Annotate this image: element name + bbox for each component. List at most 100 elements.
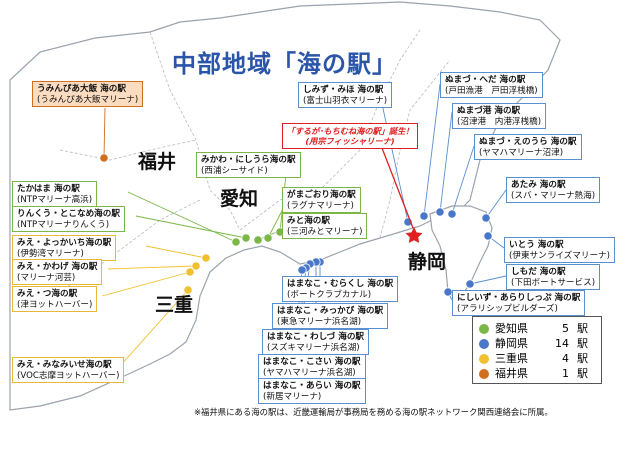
station-sub: (ヤマハマリーナ沼津) — [479, 147, 564, 158]
station-name: りんくう・とこなめ海の駅 — [17, 209, 120, 219]
station-label-hamanako-kosai: はまなこ・こさい 海の駅(ヤマハマリーナ浜名湖) — [258, 354, 366, 380]
station-label-hamanako-arai: はまなこ・あらい 海の駅(新居マリーナ) — [258, 378, 366, 404]
station-dot[interactable] — [185, 267, 195, 277]
station-label-umipia-ohi: うみんぴあ大飯 海の駅(うみんぴあ大飯マリーナ) — [32, 81, 144, 107]
legend: 愛知県 5 駅 静岡県 14 駅 三重県 4 駅 福井県 1 駅 — [472, 316, 602, 384]
station-dot[interactable] — [183, 285, 193, 295]
station-dot[interactable] — [201, 253, 211, 263]
station-sub: (アラリシップビルダーズ) — [457, 303, 558, 314]
leader-line — [101, 271, 191, 297]
station-label-numazu-enoura: ぬまづ・えのうら 海の駅(ヤマハマリーナ沼津) — [474, 134, 582, 160]
station-dot[interactable] — [297, 265, 307, 275]
legend-unit: 駅 — [577, 322, 588, 335]
station-sub: (伊勢湾マリーナ) — [17, 248, 84, 259]
pref-label-fukui: 福井 — [138, 151, 177, 173]
new-station-callout: 「するが･もちむね海の駅」誕生！ (用宗フィッシャリーナ) — [282, 123, 418, 149]
legend-dot-orange — [479, 368, 489, 379]
legend-count: 1 — [562, 367, 569, 380]
leader-line — [119, 289, 189, 367]
station-name: はまなこ・あらい 海の駅 — [263, 381, 361, 391]
station-label-hamanako-murakushi: はまなこ・むらくし 海の駅(ボートクラブカナル) — [282, 276, 399, 302]
station-name: しもだ 海の駅 — [511, 267, 566, 277]
station-label-takahama: たかはま 海の駅(NTPマリーナ高浜) — [12, 181, 98, 207]
station-dot[interactable] — [481, 213, 491, 223]
station-sub: (伊東サンライズマリーナ) — [509, 250, 610, 261]
station-sub: (富士山羽衣マリーナ) — [303, 95, 388, 106]
station-name: いとう 海の駅 — [509, 240, 564, 250]
station-label-gamagori: がまごおり海の駅(ラグナマリーナ) — [282, 187, 361, 213]
station-label-mie-yokkaichi: みえ・よっかいち海の駅(伊勢湾マリーナ) — [12, 235, 117, 261]
station-name: みかわ・にしうら海の駅 — [201, 155, 296, 165]
station-name: みえ・よっかいち海の駅 — [17, 238, 112, 248]
legend-dot-blue — [479, 338, 489, 349]
station-name: はまなこ・むらくし 海の駅 — [287, 279, 394, 289]
legend-dot-yellow — [479, 353, 489, 364]
legend-name: 福井県 — [495, 367, 528, 380]
station-name: はまなこ・わしづ 海の駅 — [267, 332, 365, 342]
station-label-shimizu-miho: しみず・みほ 海の駅(富士山羽衣マリーナ) — [298, 82, 393, 108]
station-name: たかはま 海の駅 — [17, 184, 80, 194]
station-sub: (うみんぴあ大飯マリーナ) — [37, 94, 139, 105]
station-name: はまなこ・みっかび 海の駅 — [277, 306, 384, 316]
station-label-mito: みと海の駅(三河みとマリーナ) — [282, 213, 368, 239]
station-name: みえ・みなみいせ海の駅 — [17, 360, 112, 370]
station-sub: (NTPマリーナ高浜) — [17, 194, 93, 205]
station-dot[interactable] — [241, 233, 251, 243]
station-name: みえ・つ海の駅 — [17, 289, 78, 299]
station-dot[interactable] — [263, 233, 273, 243]
station-sub: (沼津港 内港浮桟橋) — [457, 116, 542, 127]
station-name: ぬまづ・へだ 海の駅 — [445, 75, 526, 85]
station-sub: (西浦シーサイド) — [201, 165, 268, 176]
station-label-ito: いとう 海の駅(伊東サンライズマリーナ) — [504, 237, 615, 263]
leader-line — [103, 107, 106, 159]
station-label-mie-kawage: みえ・かわげ 海の駅(マリーナ河芸) — [12, 259, 103, 285]
station-dot[interactable] — [99, 153, 109, 163]
leader-line — [107, 265, 197, 270]
station-label-mikawa-nishiura: みかわ・にしうら海の駅(西浦シーサイド) — [196, 152, 301, 178]
leader-line — [469, 275, 507, 285]
station-name: みと海の駅 — [287, 216, 330, 226]
station-label-nishiizu-arari: にしいず・あらりしっぷ 海の駅(アラリシップビルダーズ) — [452, 290, 586, 316]
station-dot[interactable] — [419, 211, 429, 221]
station-sub: (新居マリーナ) — [263, 391, 322, 402]
station-sub: (津ヨットハーバー) — [17, 299, 93, 310]
footnote: ※福井県にある海の駅は、近畿運輸局が事務局を務める海の駅ネットワーク関西連絡会に… — [194, 407, 553, 417]
station-dot[interactable] — [483, 231, 493, 241]
legend-name: 静岡県 — [495, 337, 528, 350]
station-label-numazu-heda: ぬまづ・へだ 海の駅(戸田漁港 戸田浮桟橋) — [440, 72, 543, 98]
station-sub: (ラグナマリーナ) — [287, 200, 354, 211]
station-label-mie-minamiise: みえ・みなみいせ海の駅(VOC志摩ヨットハーバー) — [12, 357, 125, 383]
legend-unit: 駅 — [577, 367, 588, 380]
station-label-shimoda: しもだ 海の駅(下田ボートサービス) — [506, 264, 601, 290]
station-sub: (マリーナ河芸) — [17, 272, 76, 283]
legend-name: 愛知県 — [495, 322, 528, 335]
station-label-hamanako-washizu: はまなこ・わしづ 海の駅(スズキマリーナ浜名湖) — [262, 329, 370, 355]
station-dot[interactable] — [443, 287, 453, 297]
station-dot[interactable] — [435, 207, 445, 217]
station-sub: (下田ボートサービス) — [511, 277, 596, 288]
station-name: あたみ 海の駅 — [511, 180, 566, 190]
leader-line — [451, 145, 475, 215]
station-sub: (戸田漁港 戸田浮桟橋) — [445, 85, 538, 96]
station-dot[interactable] — [231, 237, 241, 247]
izu-peninsula — [429, 205, 493, 301]
legend-row-fukui: 福井県 1 駅 — [479, 366, 595, 381]
station-name: みえ・かわげ 海の駅 — [17, 262, 98, 272]
station-sub: (ボートクラブカナル) — [287, 289, 372, 300]
legend-count: 5 — [562, 322, 569, 335]
station-name: ぬまづ・えのうら 海の駅 — [479, 137, 577, 147]
station-dot[interactable] — [447, 209, 457, 219]
legend-unit: 駅 — [577, 337, 588, 350]
station-dot[interactable] — [253, 235, 263, 245]
station-label-numazu-port: ぬまづ港 海の駅(沼津港 内港浮桟橋) — [452, 103, 547, 129]
callout-arrow — [381, 147, 414, 229]
callout-line2: (用宗フィッシャリーナ) — [305, 136, 395, 146]
station-dot[interactable] — [191, 261, 201, 271]
station-sub: (ヤマハマリーナ浜名湖) — [263, 367, 356, 378]
station-label-atami: あたみ 海の駅(スバ・マリーナ熱海) — [506, 177, 601, 203]
pref-label-mie: 三重 — [155, 294, 194, 316]
legend-dot-green — [479, 323, 489, 334]
station-dot[interactable] — [465, 279, 475, 289]
station-sub: (三河みとマリーナ) — [287, 226, 363, 237]
